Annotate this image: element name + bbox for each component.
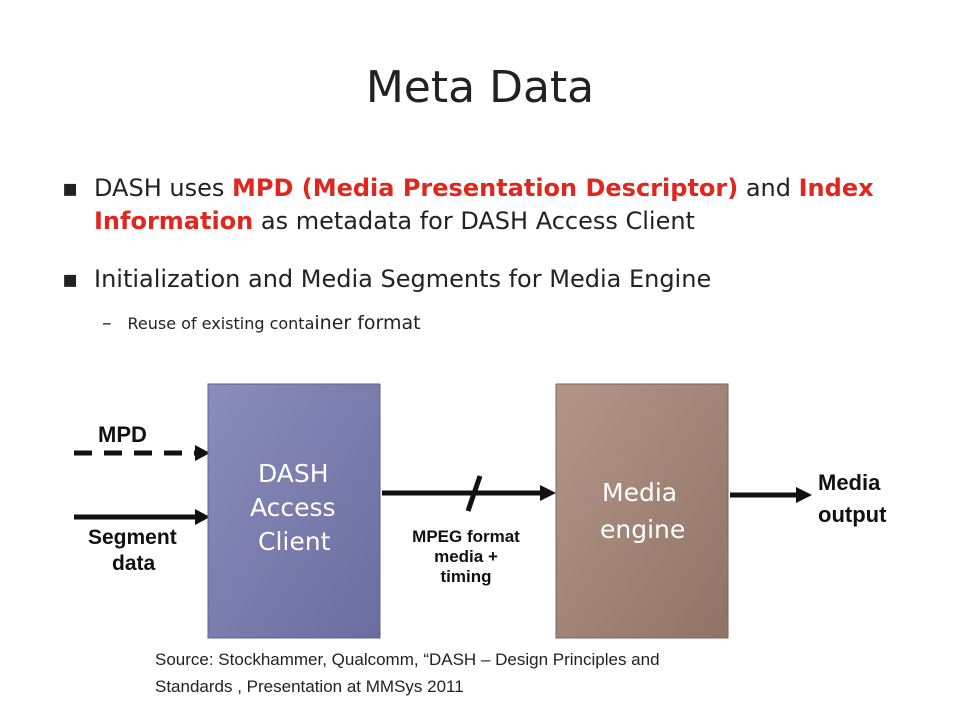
bullet-text: Initialization and Media Segments for Me… (94, 265, 712, 293)
client-label-line3: Client (258, 527, 331, 556)
slide-title: Meta Data (365, 62, 595, 113)
sub-bullet-text-rest: iner format (314, 312, 421, 334)
dash-architecture-diagram: MPD Segment data DASH Access Client MPEG… (74, 383, 887, 639)
engine-label-line2: engine (600, 515, 685, 544)
mpd-arrowhead (195, 445, 210, 461)
sub-bullet-dash: – (102, 312, 112, 334)
segment-label: Segment (88, 526, 177, 549)
mpd-label: MPD (98, 422, 147, 447)
output-label-line2: output (818, 502, 887, 527)
output-arrowhead (796, 487, 812, 503)
engine-label-line1: Media (602, 478, 677, 507)
index-info-highlight: Index Information (94, 174, 874, 235)
client-to-engine-arrowhead (540, 485, 556, 501)
format-label-line2: media + (434, 547, 498, 566)
segment-data-label: data (112, 552, 156, 575)
bullet-text-part: DASH uses (94, 174, 232, 202)
sub-bullet-container-format: –Reuse of existing container format (102, 312, 421, 334)
media-engine-box (555, 383, 729, 639)
client-label-line1: DASH (258, 459, 329, 488)
bullet-text-part: as metadata for DASH Access Client (253, 207, 695, 235)
slash-mark (465, 475, 483, 512)
segment-arrowhead (195, 509, 210, 525)
bullet-marker: ▪ (62, 265, 79, 293)
bullet-text: DASH uses MPD (Media Presentation Descri… (94, 172, 914, 238)
format-label-line3: timing (441, 567, 492, 586)
output-label-line1: Media (818, 470, 881, 495)
source-line-1: Source: Stockhammer, Qualcomm, “DASH – D… (155, 650, 660, 669)
source-line-2: Standards , Presentation at MMSys 2011 (155, 677, 464, 696)
bullet-marker: ▪ (62, 174, 79, 202)
bullet-text-part: and (738, 174, 799, 202)
client-label-line2: Access (250, 493, 336, 522)
mpd-highlight: MPD (Media Presentation Descriptor) (232, 174, 739, 202)
dash-access-client-box (207, 383, 381, 639)
format-label-line1: MPEG format (412, 527, 520, 546)
sub-bullet-text-small: Reuse of existing conta (127, 314, 315, 333)
source-citation: Source: Stockhammer, Qualcomm, “DASH – D… (155, 646, 815, 700)
